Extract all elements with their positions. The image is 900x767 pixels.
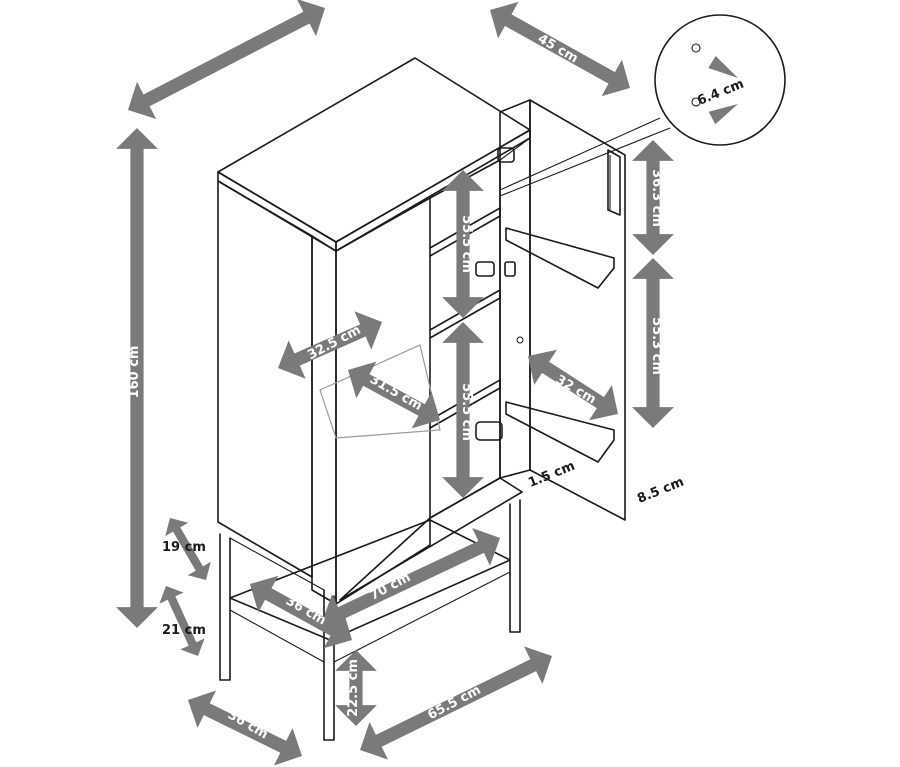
cabinet-top [217,57,531,243]
label-door-upper: 36.3 cm [649,169,664,227]
label-hole-spacing: 6.4 cm [695,77,746,109]
arrow-inner-lower [442,322,484,498]
label-door-shelf-thick: 1.5 cm [526,459,577,491]
arrow-door-upper [632,140,674,255]
arrow-base-width [360,646,552,760]
label-top-depth: 45 cm [535,32,580,67]
arrow-leg-lower [159,586,205,656]
label-shelf-width: 31.5 cm [367,372,425,414]
arrow-leg-upper [165,518,211,580]
arrow-bottom-shelf-depth [250,575,352,649]
arrow-shelf-width [348,361,440,429]
door-screw [516,336,524,344]
label-leg-clearance: 22.5 cm [346,659,361,717]
shelf-panel [319,344,441,439]
arrow-leg-clearance [335,650,377,726]
arrow-inner-upper [442,170,484,318]
label-shelf-depth: 32.5 cm [305,323,363,363]
label-base-width: 65.5 cm [425,683,483,723]
door-shelf-upper [505,227,615,289]
arrow-hole-spacing-top [708,56,738,78]
label-inner-lower: 55.5 cm [459,383,474,441]
cabinet-drawing [217,14,786,741]
label-leg-lower: 21 cm [162,623,206,638]
dimension-arrows [116,0,738,766]
hinge-icons [475,147,516,441]
cabinet-left-door [335,197,431,605]
cabinet-left-side [217,180,313,578]
hole-top [691,43,701,53]
door-handle [607,149,621,216]
arrow-base-depth [188,690,302,766]
label-door-shelf-depth: 8.5 cm [635,475,686,507]
cabinet-base [219,499,521,741]
arrow-hole-spacing-bottom [708,104,738,125]
arrow-shelf-depth [278,311,382,379]
label-door-lower: 55.3 cm [649,317,664,375]
magnifier-leader-1 [499,117,661,191]
label-inner-upper: 55.5 cm [459,215,474,273]
arrow-door-lower [632,258,674,428]
label-door-shelf: 32 cm [553,373,598,408]
label-leg-upper: 19 cm [162,540,206,555]
arrow-door-shelf [528,349,618,421]
hole-bottom [691,97,701,107]
label-height: 160 cm [127,346,142,399]
magnifier-circle [654,14,786,146]
arrow-top-width [128,0,325,119]
arrow-height [116,128,158,628]
cabinet-left-door-edge [311,235,337,605]
arrow-top-depth [490,1,630,97]
cabinet-bottom [339,477,523,601]
cabinet-right-door [529,99,626,521]
arrow-bottom-shelf-width [322,528,500,632]
magnifier-leader-2 [499,127,671,197]
door-shelf-lower [505,401,615,463]
